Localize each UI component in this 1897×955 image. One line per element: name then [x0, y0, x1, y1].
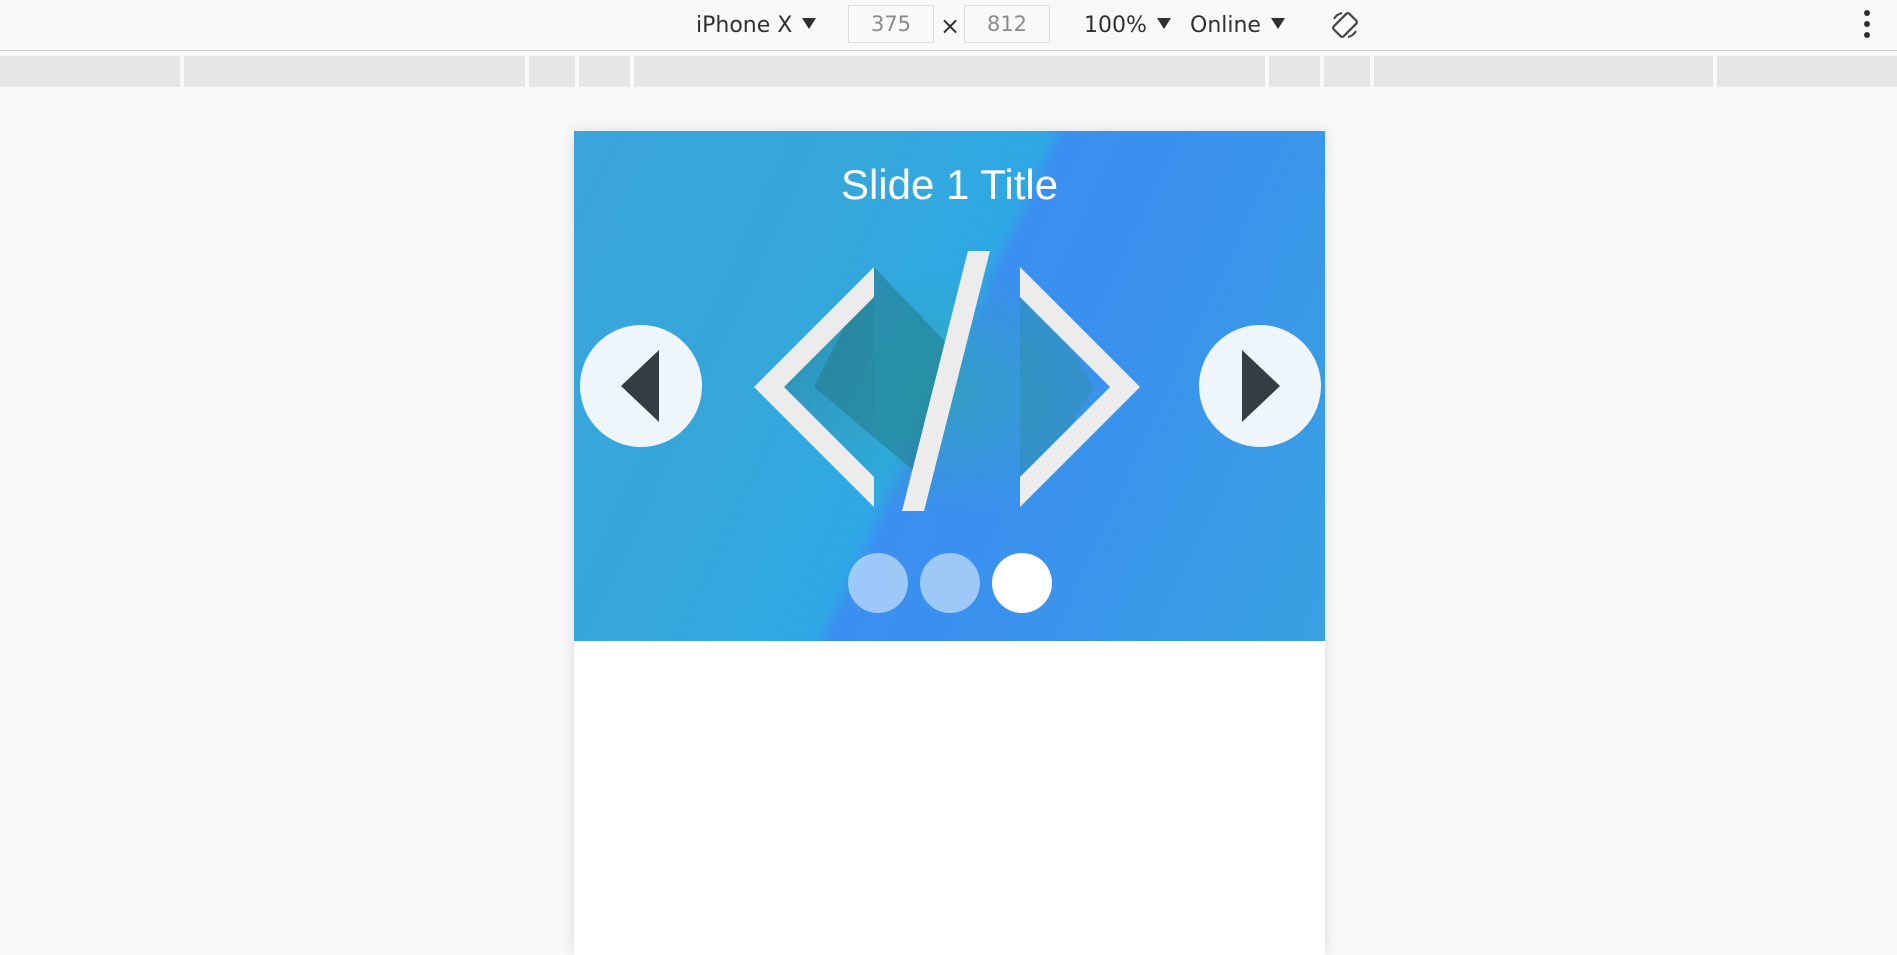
slide-indicator-3[interactable] [992, 553, 1052, 613]
zoom-select[interactable]: 100% [1084, 10, 1171, 40]
network-select-label: Online [1190, 12, 1261, 38]
image-slider: Slide 1 Title [574, 131, 1325, 641]
chevron-down-icon [1270, 17, 1285, 29]
device-toolbar: iPhone X × 100% Online [0, 0, 1897, 51]
prev-slide-button[interactable] [580, 325, 702, 447]
slide-indicators [574, 553, 1325, 615]
device-viewport: Slide 1 Title [574, 131, 1325, 955]
chevron-down-icon [1156, 17, 1171, 29]
ruler-divider [180, 56, 184, 87]
height-input[interactable] [964, 5, 1050, 43]
media-query-ruler[interactable] [0, 56, 1897, 87]
next-slide-button[interactable] [1199, 325, 1321, 447]
network-throttle-select[interactable]: Online [1190, 10, 1285, 40]
device-select[interactable]: iPhone X [696, 10, 817, 40]
slide-indicator-2[interactable] [920, 553, 980, 613]
ruler-divider [1320, 56, 1324, 87]
more-vert-icon[interactable] [1862, 10, 1872, 42]
ruler-divider [1713, 56, 1717, 87]
ruler-divider [1265, 56, 1269, 87]
ruler-divider [575, 56, 579, 87]
triangle-left-icon [621, 350, 659, 422]
rotate-device-icon[interactable] [1330, 10, 1360, 40]
ruler-divider [1370, 56, 1374, 87]
ruler-divider [525, 56, 529, 87]
slide-title: Slide 1 Title [840, 161, 1059, 208]
slide-indicator-1[interactable] [848, 553, 908, 613]
code-icon [754, 251, 1140, 511]
device-select-label: iPhone X [696, 12, 793, 38]
dimension-separator: × [940, 12, 961, 40]
zoom-select-label: 100% [1084, 12, 1147, 38]
chevron-down-icon [802, 17, 817, 29]
ruler-divider [630, 56, 634, 87]
triangle-right-icon [1242, 350, 1280, 422]
width-input[interactable] [848, 5, 934, 43]
